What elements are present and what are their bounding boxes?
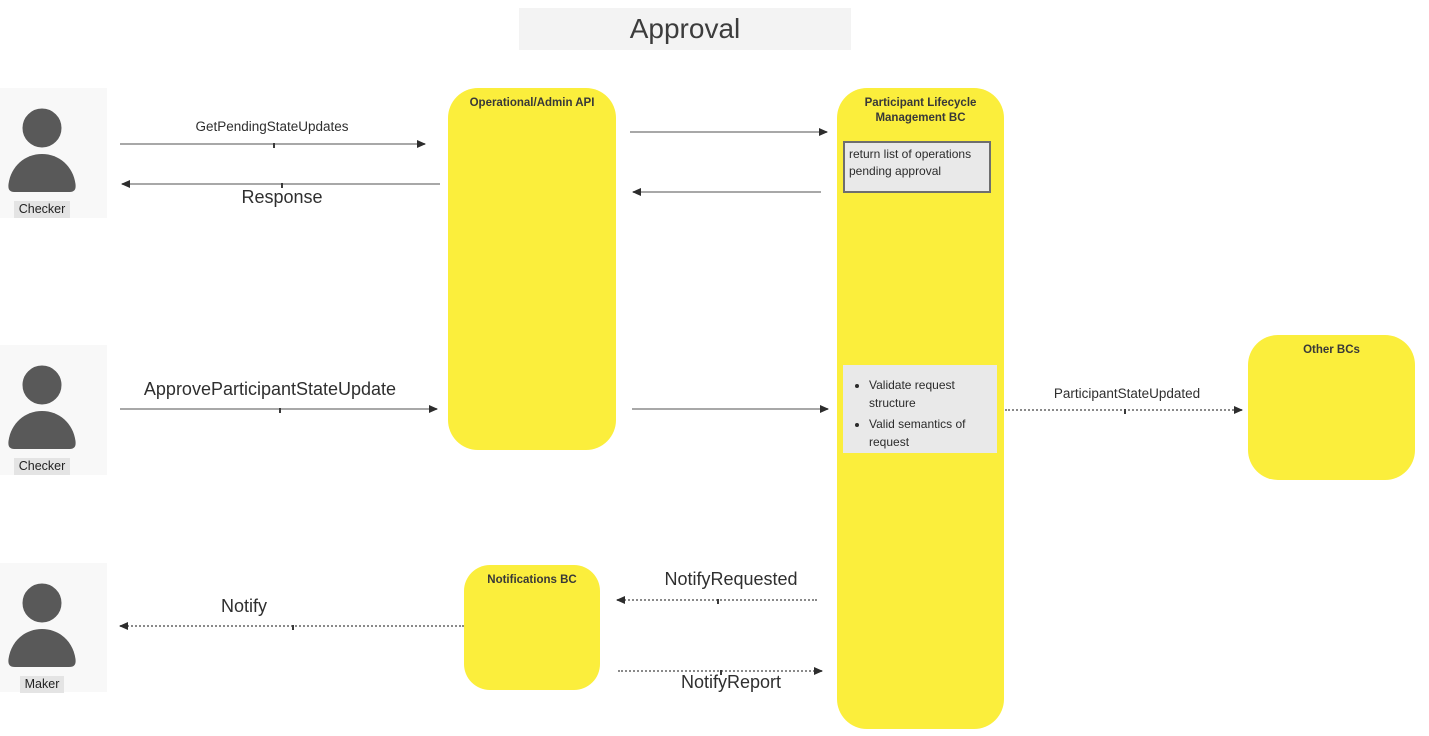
midpoint-tick [272,143,275,148]
component-title: Participant Lifecycle Management BC [864,97,977,124]
person-icon [8,578,76,667]
person-icon [8,360,76,449]
arrowhead-right-icon [429,404,438,413]
midpoint-tick [1123,409,1126,414]
message-label-approve-participant-state-update: ApproveParticipantStateUpdate [143,379,397,399]
component-operational-admin-api: Operational/Admin API [448,88,616,450]
actor-label-wrap: Maker [0,675,84,693]
note-bullet-item: Validate request structure [869,376,997,412]
midpoint-tick [717,599,719,604]
component-title: Notifications BC [487,574,577,586]
person-icon [8,103,76,192]
arrow-response [121,179,440,188]
actor-label-wrap: Checker [0,200,84,218]
arrowhead-left-icon [121,179,130,188]
component-title: Other BCs [1303,344,1360,356]
actor-checker-2: Checker [0,345,107,475]
arrowhead-right-icon [820,404,829,413]
midpoint-tick [292,625,294,630]
note-validate-request: Validate request structure Valid semanti… [843,365,997,453]
arrowhead-left-icon [119,621,128,630]
arrow-plm-to-api-return [632,187,821,196]
arrow-get-pending-state-updates [120,139,426,148]
component-notifications-bc: Notifications BC [464,565,600,690]
actor-label: Maker [19,676,65,693]
component-title: Operational/Admin API [469,97,595,109]
note-bullet-item: Valid semantics of request [869,415,997,451]
actor-checker-1: Checker [0,88,107,218]
message-label-participant-state-updated: ParticipantStateUpdated [1053,386,1201,401]
arrowhead-right-icon [1234,405,1243,414]
note-bullet-list: Validate request structure Valid semanti… [843,376,997,451]
arrow-approve-participant-state-update [120,404,438,413]
arrowhead-right-icon [814,666,823,675]
arrowhead-left-icon [632,187,641,196]
note-pending-approval: return list of operations pending approv… [843,141,991,193]
midpoint-tick [720,670,722,675]
arrow-participant-state-updated [1005,405,1243,414]
component-other-bcs: Other BCs [1248,335,1415,480]
message-label-response: Response [241,187,323,207]
arrow-notify [119,621,464,630]
arrow-notify-report [618,666,823,675]
message-label-get-pending-state-updates: GetPendingStateUpdates [195,119,349,134]
diagram-title: Approval [519,8,851,50]
actor-label-wrap: Checker [0,457,84,475]
actor-label: Checker [13,201,71,218]
arrow-api-to-plm-top [630,127,828,136]
midpoint-tick [281,183,283,188]
message-label-notify: Notify [220,596,268,616]
actor-maker: Maker [0,563,107,693]
midpoint-tick [278,408,281,413]
arrowhead-right-icon [417,139,426,148]
actor-label: Checker [13,458,71,475]
arrowhead-right-icon [819,127,828,136]
arrow-api-to-plm-middle [632,404,829,413]
message-label-notify-requested: NotifyRequested [664,569,798,589]
arrowhead-left-icon [616,595,625,604]
arrow-notify-requested [616,595,817,604]
message-label-notify-report: NotifyReport [680,672,782,692]
